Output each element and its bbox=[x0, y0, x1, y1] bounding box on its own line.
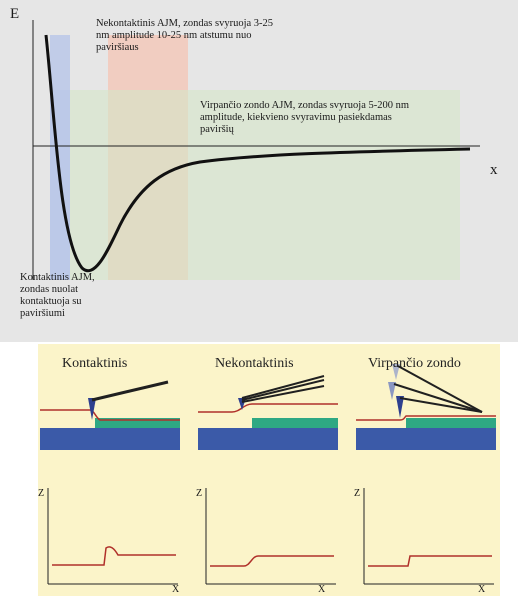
non-contact-annotation: Nekontaktinis AJM, zondas svyruoja 3-25 … bbox=[96, 18, 274, 54]
z-trace bbox=[52, 546, 176, 566]
probe-tip bbox=[396, 396, 404, 418]
sample-step bbox=[406, 418, 496, 428]
cantilever-oscillation bbox=[393, 383, 483, 413]
sample-step bbox=[252, 418, 338, 428]
mode-title-noncontact: Nekontaktinis bbox=[215, 356, 294, 371]
mode-noncontact-diagram bbox=[198, 375, 338, 450]
mode-contact-diagram bbox=[40, 380, 180, 450]
tip-trace bbox=[356, 415, 496, 421]
probe-tip bbox=[88, 398, 96, 420]
z-label-noncontact: Z bbox=[196, 488, 203, 499]
probe-tip-upper bbox=[388, 382, 396, 400]
probe-tip-top bbox=[392, 364, 400, 380]
x-label-noncontact: X bbox=[318, 584, 326, 595]
mode-tapping-diagram bbox=[356, 364, 496, 450]
tapping-annotation: Virpančio zondo AJM, zondas svyruoja 5-2… bbox=[200, 100, 410, 136]
cantilever-oscillation bbox=[397, 365, 483, 413]
z-plot-noncontact bbox=[205, 488, 336, 585]
y-axis-label: E bbox=[10, 6, 20, 22]
cantilever bbox=[91, 380, 169, 402]
cantilever bbox=[241, 379, 325, 401]
mode-title-tapping: Virpančio zondo bbox=[368, 356, 461, 371]
z-trace bbox=[210, 555, 334, 567]
mode-title-contact: Kontaktinis bbox=[62, 356, 128, 371]
x-axis-label: x bbox=[490, 162, 498, 178]
z-plot-tapping bbox=[363, 488, 494, 585]
z-plot-contact bbox=[47, 488, 178, 585]
afm-modes-panel bbox=[38, 344, 500, 596]
tapping-region bbox=[70, 90, 460, 280]
cantilever-oscillation bbox=[241, 385, 325, 403]
cantilever bbox=[399, 397, 483, 413]
cantilever-oscillation bbox=[241, 375, 325, 399]
energy-curve bbox=[44, 34, 471, 273]
x-label-tapping: X bbox=[478, 584, 486, 595]
x-label-contact: X bbox=[172, 584, 180, 595]
contact-annotation: Kontaktinis AJM, zondas nuolat kontaktuo… bbox=[20, 272, 95, 320]
substrate bbox=[356, 428, 496, 450]
substrate bbox=[198, 428, 338, 450]
tip-trace bbox=[40, 409, 180, 421]
substrate bbox=[40, 428, 180, 450]
z-label-tapping: Z bbox=[354, 488, 361, 499]
tip-trace bbox=[198, 403, 338, 413]
z-label-contact: Z bbox=[38, 488, 45, 499]
z-trace bbox=[368, 555, 492, 567]
